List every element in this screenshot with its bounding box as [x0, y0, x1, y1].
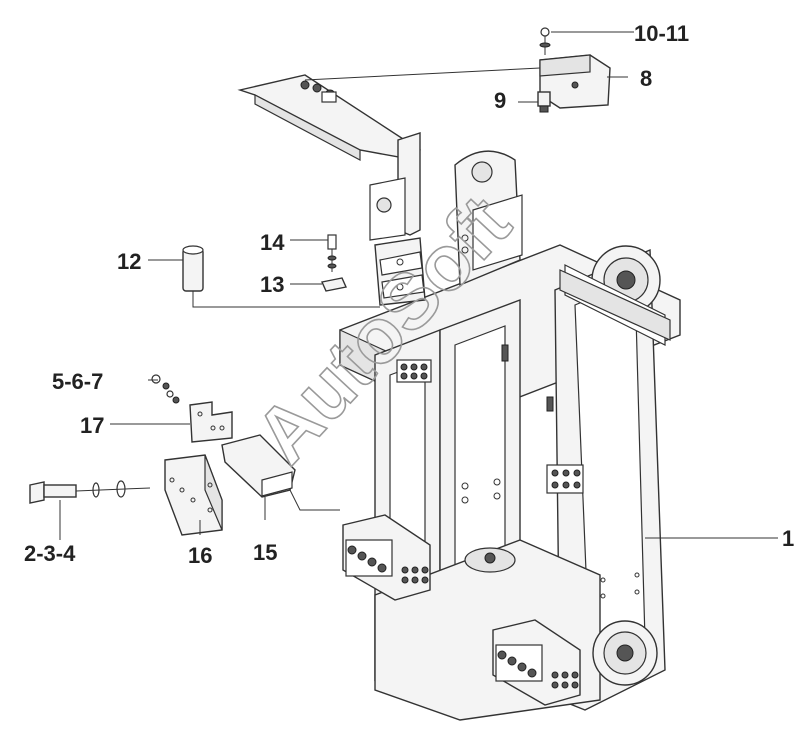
- main-frame: [339, 150, 681, 721]
- bracket-part-17: [189, 401, 233, 443]
- callout-2-3-4: 2-3-4: [24, 541, 76, 566]
- callout-labels: 1 2-3-4 5-6-7 8 9 10-11 12 13 14 15 16 1…: [24, 21, 794, 568]
- callout-14: 14: [260, 230, 285, 255]
- callout-12: 12: [117, 249, 141, 274]
- callout-10-11: 10-11: [634, 21, 689, 46]
- bolt-part-2-3-4: [29, 480, 151, 504]
- bracket-part-8: [539, 54, 611, 109]
- top-arm: [237, 67, 541, 306]
- spacer-part-9: [537, 91, 551, 113]
- callout-16: 16: [188, 543, 212, 568]
- callout-15: 15: [253, 540, 277, 565]
- callout-13: 13: [260, 272, 284, 297]
- callout-1: 1: [782, 526, 794, 551]
- wear-pad-assembly: [492, 619, 581, 706]
- bolt-part-14: [327, 234, 337, 272]
- bolt-part-10-11: [539, 27, 551, 55]
- screws-part-5-6-7: [151, 374, 180, 404]
- callout-17: 17: [80, 413, 104, 438]
- pin-part-12: [182, 245, 204, 292]
- callout-8: 8: [640, 66, 652, 91]
- block-part-16: [164, 454, 223, 536]
- callout-9: 9: [494, 88, 506, 113]
- callout-5-6-7: 5-6-7: [52, 369, 103, 394]
- wear-pad-assembly: [342, 514, 431, 601]
- leader-lines: [59, 31, 778, 540]
- plate-part-13: [321, 277, 347, 292]
